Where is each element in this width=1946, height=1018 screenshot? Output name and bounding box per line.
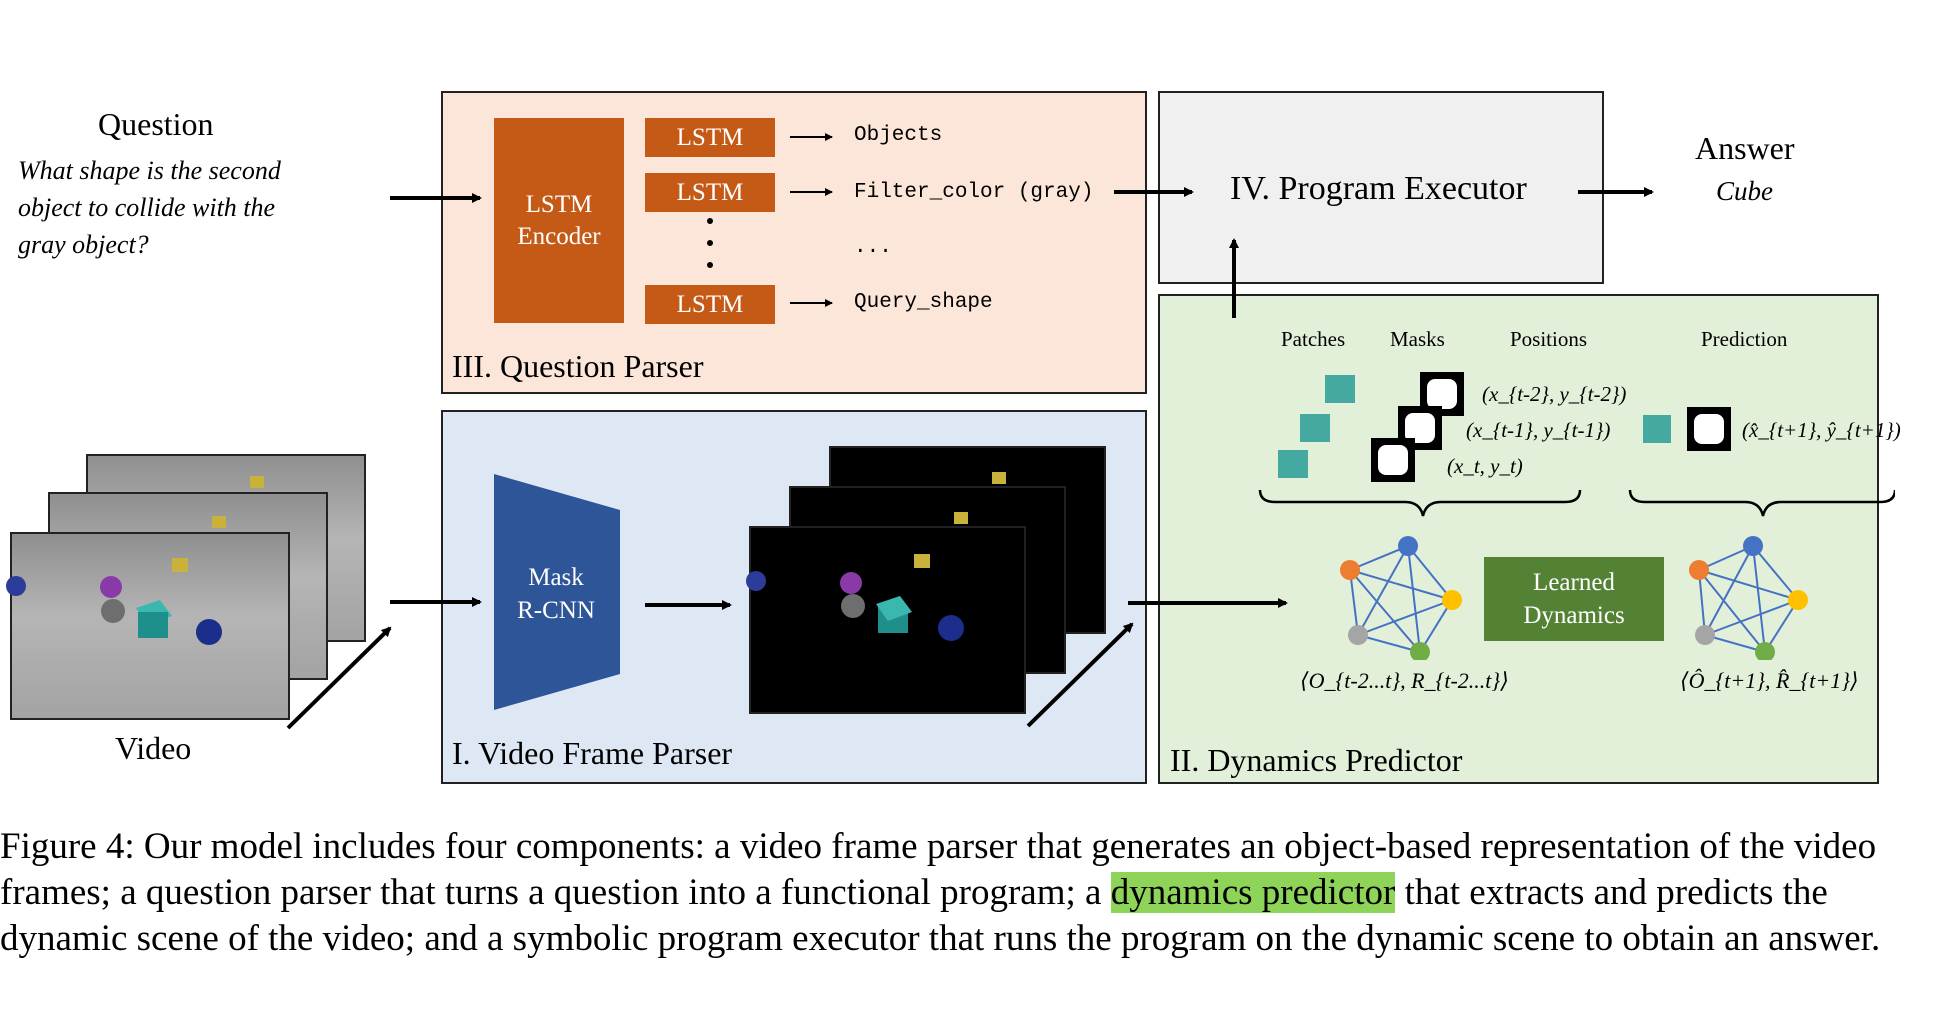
figure-caption: Figure 4: Our model includes four compon… (0, 824, 1890, 962)
graph-input-label: ⟨O_{t-2...t}, R_{t-2...t}⟩ (1300, 668, 1509, 693)
caption-text-after: that extracts and predicts the dynamic s… (0, 872, 1881, 959)
position-t-minus-1: (x_{t-1}, y_{t-1}) (1466, 418, 1611, 442)
video-label: Video (115, 730, 192, 766)
learned-dynamics-line-1: Learned (1533, 569, 1615, 596)
object-masks-graphic (1371, 372, 1464, 482)
object-graph-input (1340, 536, 1462, 660)
program-token-objects: Objects (854, 124, 943, 147)
program-executor-title: IV. Program Executor (1230, 170, 1527, 207)
learned-dynamics-block: Learned Dynamics (1484, 557, 1664, 641)
caption-highlight: dynamics predictor (1110, 872, 1396, 913)
mask-rcnn-line-1: Mask (528, 564, 584, 591)
caption-text-before: Figure 4: Our model includes four compon… (0, 826, 1877, 913)
mask-rcnn-label: Mask R-CNN (516, 561, 596, 627)
prediction-patch-mask-graphic (1643, 407, 1731, 451)
mask-rcnn-shape (494, 474, 620, 710)
position-t: (x_t, y_t) (1447, 454, 1523, 478)
program-token-ellipsis: ... (854, 236, 892, 259)
flow-arrows (286, 133, 1654, 730)
lstm-encoder-block: LSTM Encoder (494, 118, 624, 323)
arrow-frames-diagonal (1026, 622, 1134, 728)
lstm-cell-2: LSTM (645, 173, 775, 212)
question-heading: Question (98, 106, 214, 142)
question-line-1: What shape is the second (18, 156, 281, 185)
program-token-filter-color: Filter_color (gray) (854, 181, 1094, 204)
header-prediction: Prediction (1701, 327, 1788, 351)
learned-dynamics-line-2: Dynamics (1523, 602, 1625, 629)
lstm-cell-last: LSTM (645, 285, 775, 324)
header-positions: Positions (1510, 327, 1588, 351)
header-patches: Patches (1281, 327, 1346, 351)
position-t-minus-2: (x_{t-2}, y_{t-2}) (1482, 382, 1627, 406)
mask-rcnn-line-2: R-CNN (517, 597, 595, 624)
answer-value: Cube (1716, 176, 1773, 206)
dynamics-predictor-title: II. Dynamics Predictor (1170, 742, 1463, 778)
answer-heading: Answer (1695, 130, 1795, 166)
video-frame-parser-title: I. Video Frame Parser (452, 735, 733, 771)
braces-graphic (1258, 489, 1895, 517)
lstm-encoder-line-2: Encoder (517, 222, 601, 250)
graph-output-label: ⟨Ô_{t+1}, R̂_{t+1}⟩ (1680, 668, 1859, 693)
video-objects-graphic (6, 476, 264, 645)
question-line-3: gray object? (18, 230, 149, 259)
header-masks: Masks (1390, 327, 1445, 351)
question-parser-title: III. Question Parser (452, 348, 704, 384)
object-graph-output (1689, 536, 1808, 660)
masked-objects-graphic (746, 472, 1006, 641)
question-line-2: object to collide with the (18, 193, 276, 222)
lstm-encoder-line-1: LSTM (525, 190, 593, 218)
object-patches-graphic (1278, 375, 1355, 478)
prediction-position: (x̂_{t+1}, ŷ_{t+1}) (1742, 418, 1901, 442)
lstm-cell-1: LSTM (645, 118, 775, 157)
program-token-query-shape: Query_shape (854, 291, 993, 314)
arrow-video-diagonal (286, 626, 392, 730)
